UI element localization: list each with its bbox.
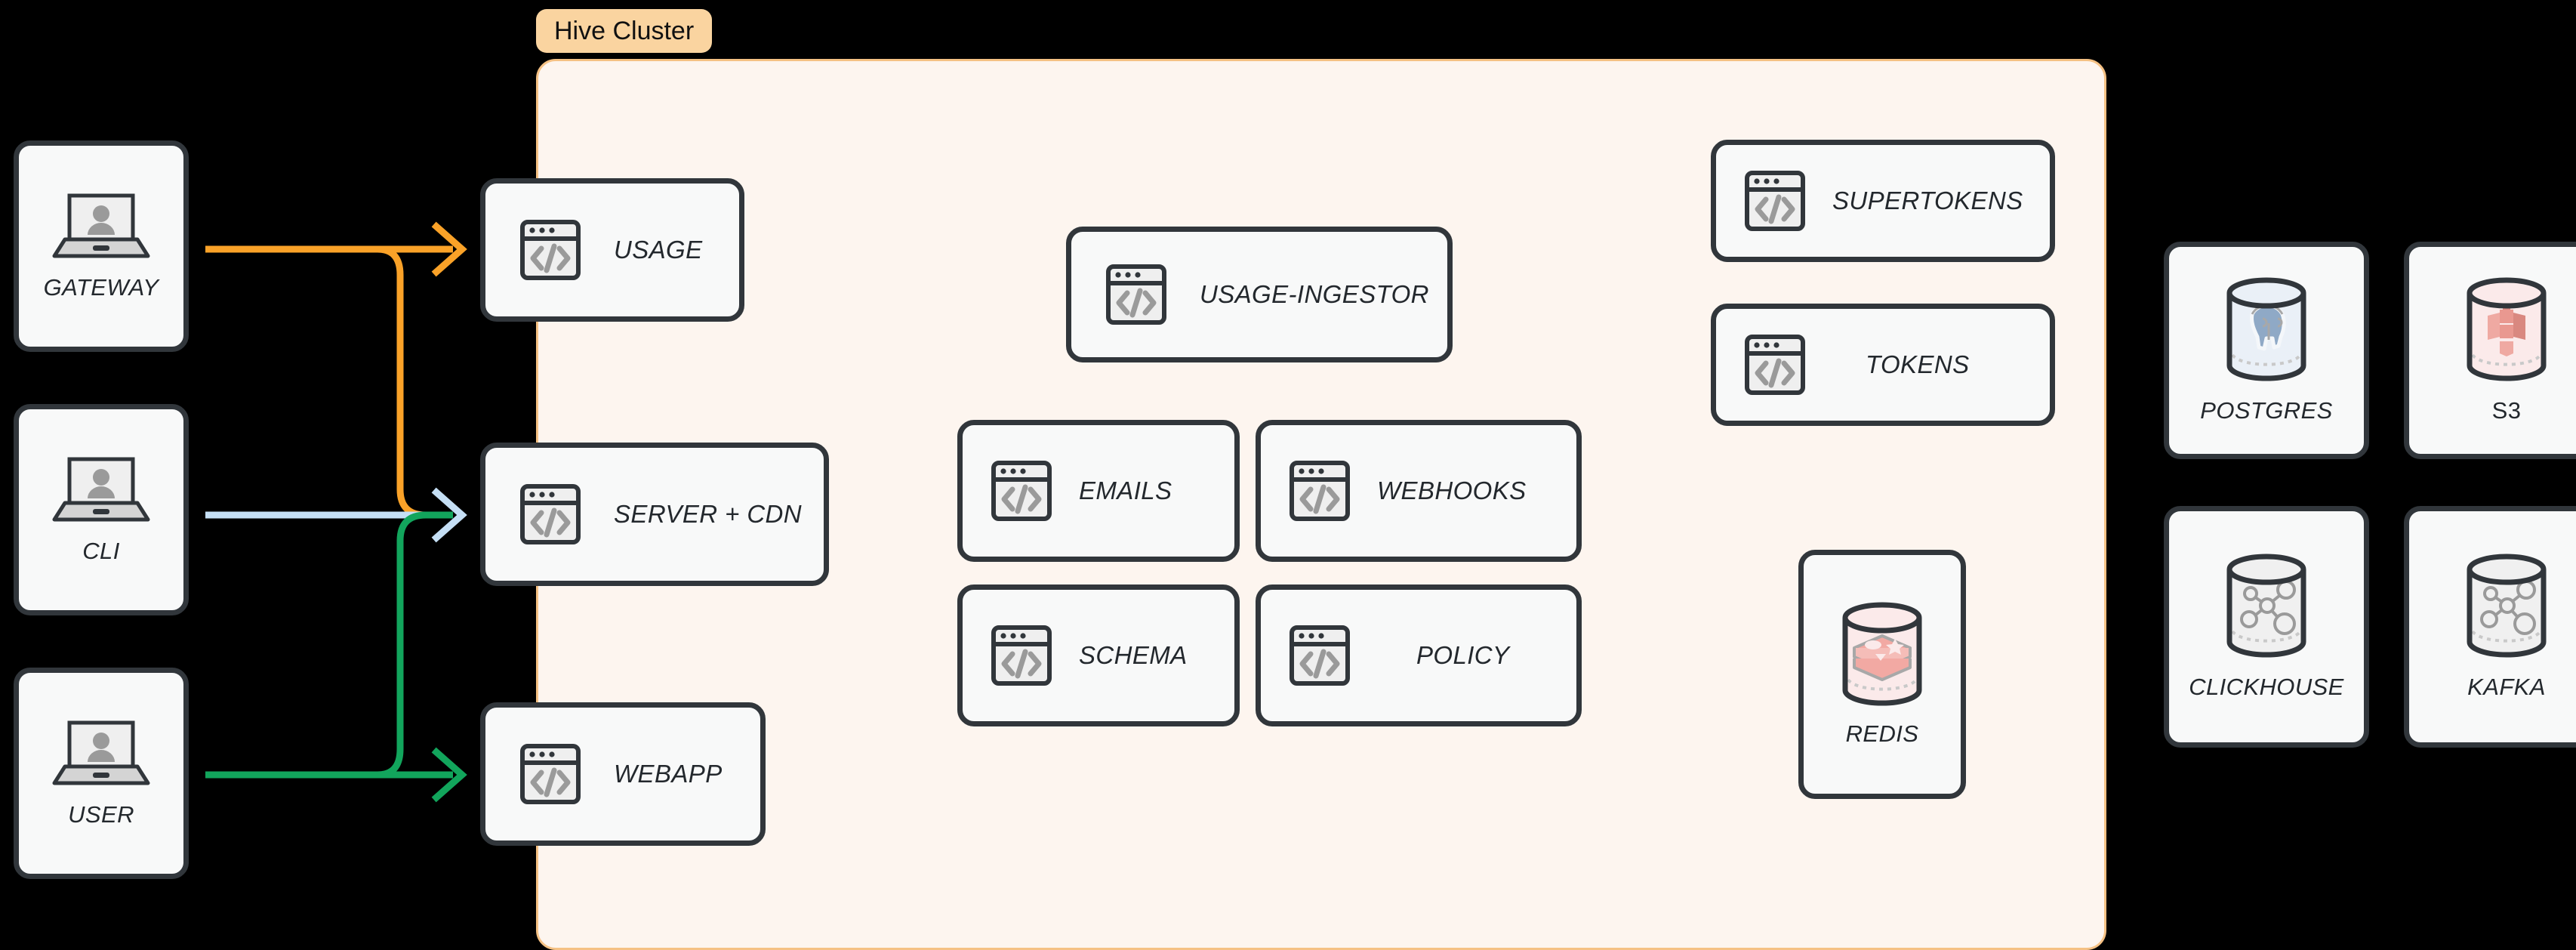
node-kafka-label: KAFKA [2467,674,2546,700]
node-webapp[interactable]: WEBAPP [480,702,766,846]
node-usage[interactable]: USAGE [480,178,744,322]
node-gateway[interactable]: GATEWAY [14,140,189,352]
node-usage-ingestor-label: USAGE-INGESTOR [1200,280,1429,308]
node-server-cdn[interactable]: SERVER + CDN [480,443,829,586]
node-emails[interactable]: EMAILS [957,420,1240,562]
node-schema-label: SCHEMA [1079,641,1188,669]
node-usage-ingestor[interactable]: USAGE-INGESTOR [1066,227,1453,362]
node-cli-label: CLI [82,538,120,564]
node-emails-label: EMAILS [1079,477,1172,504]
node-schema[interactable]: SCHEMA [957,584,1240,726]
node-gateway-label: GATEWAY [43,274,159,301]
code-window-icon [1290,625,1350,686]
edge-user-to-server-cdn [205,511,453,779]
hive-cluster-badge: Hive Cluster [536,9,713,53]
nodegraph-cylinder-icon [2467,554,2547,658]
node-clickhouse[interactable]: CLICKHOUSE [2164,506,2369,748]
node-cli[interactable]: CLI [14,404,189,615]
code-window-icon [520,484,581,544]
node-s3-label: S3 [2491,397,2522,424]
code-window-icon [1290,461,1350,521]
node-postgres[interactable]: POSTGRES [2164,242,2369,459]
node-supertokens-label: SUPERTOKENS [1832,187,2023,214]
edge-gateway-to-server-cdn [205,245,453,519]
code-window-icon [1745,171,1805,231]
laptop-user-icon [52,457,150,522]
node-webapp-label: WEBAPP [614,760,723,788]
node-server-cdn-label: SERVER + CDN [614,500,803,528]
node-supertokens[interactable]: SUPERTOKENS [1711,140,2055,262]
node-policy-label: POLICY [1416,641,1510,669]
postgres-cylinder-icon [2226,277,2306,381]
edge-cli-to-server-cdn [205,487,467,543]
node-policy[interactable]: POLICY [1256,584,1582,726]
code-window-icon [1745,335,1805,395]
node-tokens[interactable]: TOKENS [1711,304,2055,426]
redis-cylinder-icon [1842,602,1922,706]
node-tokens-label: TOKENS [1866,350,1970,378]
node-webhooks[interactable]: WEBHOOKS [1256,420,1582,562]
laptop-user-icon [52,720,150,785]
edge-gateway-to-usage [205,221,467,277]
node-clickhouse-label: CLICKHOUSE [2189,674,2344,700]
edge-user-to-webapp [205,747,467,803]
node-kafka[interactable]: KAFKA [2404,506,2576,748]
node-redis[interactable]: REDIS [1798,550,1966,799]
code-window-icon [991,625,1052,686]
node-redis-label: REDIS [1845,720,1919,747]
laptop-user-icon [52,193,150,258]
node-usage-label: USAGE [614,236,703,264]
node-webhooks-label: WEBHOOKS [1377,477,1527,504]
nodegraph-cylinder-icon [2226,554,2306,658]
node-postgres-label: POSTGRES [2200,397,2333,424]
code-window-icon [991,461,1052,521]
s3-cylinder-icon [2467,277,2547,381]
node-user[interactable]: USER [14,668,189,879]
code-window-icon [520,744,581,804]
code-window-icon [1106,264,1166,325]
node-user-label: USER [68,801,134,828]
node-s3[interactable]: S3 [2404,242,2576,459]
code-window-icon [520,220,581,280]
